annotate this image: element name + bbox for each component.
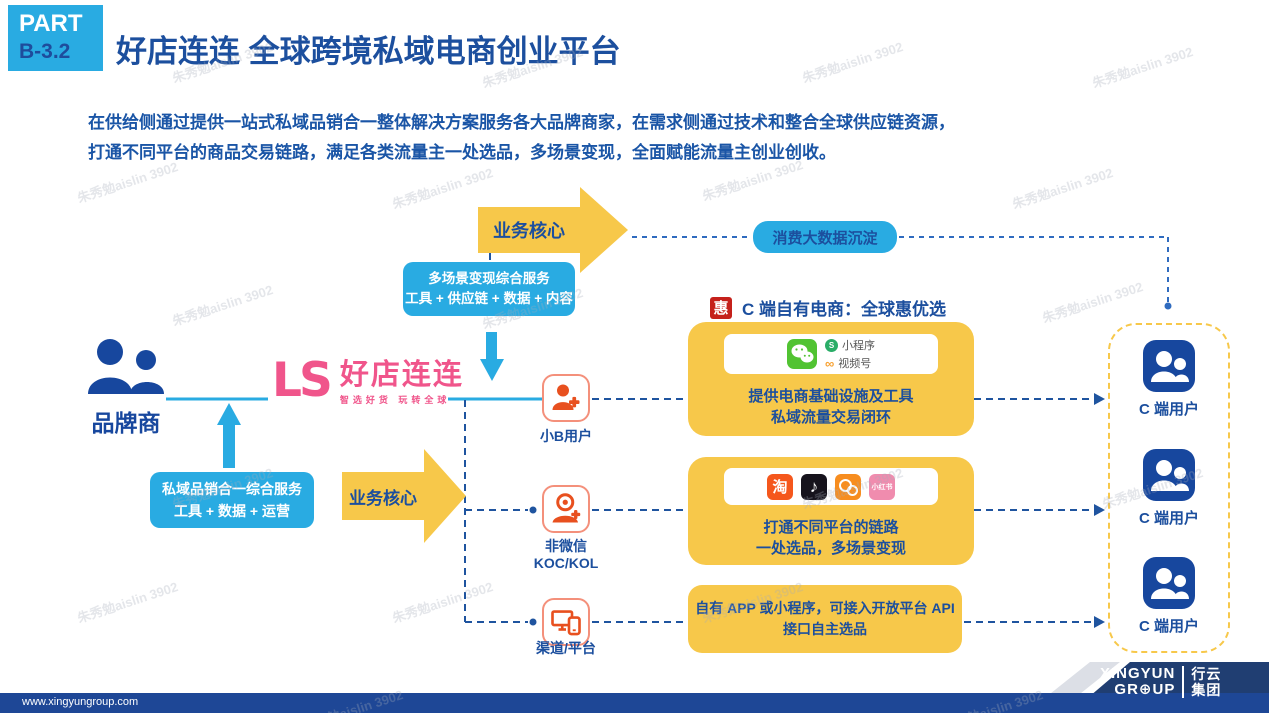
ybox2-line1: 打通不同平台的链路 (763, 519, 899, 536)
intro-line-2: 打通不同平台的商品交易链路，满足各类流量主一处选品，多场景变现，全面赋能流量主创… (88, 143, 836, 162)
video-channel-label: 视频号 (838, 358, 872, 370)
brand-people-icon (88, 339, 164, 394)
node-channel-label: 渠道/平台 (526, 640, 606, 657)
ybox1-line2: 私域流量交易闭环 (770, 409, 891, 426)
page-title: 好店连连 全球跨境私域电商创业平台 (116, 34, 621, 69)
multi-scene-service-box: 多场景变现综合服务 工具 + 供应链 + 数据 + 内容 (403, 262, 575, 316)
hdll-logo: LS 好店连连 智选好货 玩转全球 (272, 353, 464, 408)
mini-program-label: 小程序 (842, 340, 875, 352)
core-arrow-left-head (424, 449, 466, 543)
core-arrow-left: 业务核心 (342, 472, 424, 520)
xingyun-logo: XINGYUN GR⊕UP 行云 集团 (1100, 666, 1221, 698)
c-user-item: C 端用户 (1139, 557, 1199, 636)
video-channel-icon: ∞ (825, 355, 835, 371)
footer-band (0, 693, 1269, 713)
wechat-apps-bar: S 小程序 ∞ 视频号 (724, 334, 938, 374)
part-label: PART (19, 10, 83, 37)
taobao-icon: 淘 (767, 473, 793, 500)
c-commerce-label: C 端自有电商：全球惠优选 (742, 300, 946, 319)
xingyun-en-top: XINGYUN (1100, 665, 1176, 682)
consumer-data-box: 消费大数据沉淀 (753, 221, 897, 253)
c-users-container: C 端用户 C 端用户 C 端用户 (1108, 323, 1230, 653)
xingyun-cn-top: 行云 (1191, 666, 1222, 682)
c-user-item: C 端用户 (1138, 448, 1199, 528)
kuaishou-icon (835, 473, 861, 500)
video-channel-row: ∞ 视频号 (825, 355, 875, 371)
hdll-logo-name: 好店连连 (339, 359, 464, 391)
mini-program-icon: S (825, 338, 838, 352)
node-channel (542, 598, 590, 646)
node-channel-line1: 渠道/平台 (536, 640, 596, 656)
brand-merchant-label: 品牌商 (91, 410, 161, 436)
node-koc-label: 非微信 KOC/KOL (526, 538, 606, 572)
ybox3-line2: 接口自主选品 (782, 621, 867, 637)
intro-line-1: 在供给侧通过提供一站式私域品销合一整体解决方案服务各大品牌商家，在需求侧通过技术… (88, 113, 955, 132)
logo-divider (1182, 666, 1185, 698)
xingyun-en-bottom: GR⊕UP (1114, 681, 1176, 698)
up-arrow-stem (223, 424, 235, 468)
ybox2-line2: 一处选品，多场景变现 (755, 540, 906, 557)
core-arrow-left-label: 业务核心 (349, 488, 417, 508)
user-add-icon (552, 384, 580, 410)
hdll-logo-monogram-icon: LS (272, 353, 333, 408)
c-user-icon (1142, 557, 1195, 609)
devices-icon (551, 610, 581, 636)
node-small-b (542, 374, 590, 422)
c-user-item: C 端用户 (1139, 340, 1199, 419)
multi-scene-line-2: 工具 + 供应链 + 数据 + 内容 (405, 291, 573, 306)
ybox1-line1: 提供电商基础设施及工具 (748, 388, 914, 405)
consumer-data-label: 消费大数据沉淀 (772, 229, 878, 247)
xingyun-cn-bottom: 集团 (1191, 682, 1222, 698)
private-domain-line-2: 工具 + 数据 + 运营 (174, 503, 290, 519)
intro-paragraph: 在供给侧通过提供一站式私域品销合一整体解决方案服务各大品牌商家，在需求侧通过技术… (88, 108, 1078, 168)
ybox3-line1: 自有 APP 或小程序，可接入开放平台 API (695, 600, 955, 616)
c-user-icon (1142, 340, 1195, 392)
node-koc-line1: 非微信 (545, 538, 587, 554)
c-user-icon (1142, 448, 1195, 501)
node-small-b-line1: 小B用户 (539, 428, 593, 444)
hdll-logo-tagline: 智选好货 玩转全球 (339, 395, 451, 405)
node-koc (542, 485, 590, 533)
koc-webcam-icon (552, 493, 581, 523)
douyin-icon: ♪ (801, 473, 827, 500)
down-arrow-icon (480, 359, 504, 381)
part-badge: PART B-3.2 (8, 5, 103, 71)
c-user-label: C 端用户 (1138, 509, 1199, 527)
core-arrow-top-head (580, 187, 628, 273)
part-code: B-3.2 (19, 40, 71, 63)
node-koc-line2: KOC/KOL (533, 555, 599, 571)
xiaohongshu-icon: 小红书 (869, 473, 895, 500)
wechat-ecosystem-box: S 小程序 ∞ 视频号 提供电商基础设施及工具 私域流量交易闭环 (688, 322, 974, 436)
globe-icon: ⊕ (1138, 681, 1153, 698)
platforms-box: 淘 ♪ 小红书 打通不同平台的链路 一处选品，多场景变现 (688, 457, 974, 565)
c-user-label: C 端用户 (1138, 401, 1199, 418)
platform-apps-bar: 淘 ♪ 小红书 (724, 468, 938, 505)
c-commerce-header: 惠 C 端自有电商：全球惠优选 (710, 295, 946, 320)
core-arrow-top: 业务核心 (478, 207, 580, 253)
footer-url: www.xingyungroup.com (22, 696, 139, 708)
private-domain-service-box: 私域品销合一综合服务 工具 + 数据 + 运营 (150, 472, 314, 528)
private-domain-line-1: 私域品销合一综合服务 (162, 481, 302, 497)
node-small-b-label: 小B用户 (526, 428, 606, 445)
down-arrow-stem (486, 332, 497, 360)
wechat-icon (787, 339, 817, 369)
open-api-box: 自有 APP 或小程序，可接入开放平台 API 接口自主选品 (688, 585, 962, 653)
mini-program-row: S 小程序 (825, 337, 875, 353)
up-arrow-icon (217, 403, 241, 425)
hui-icon: 惠 (710, 296, 732, 319)
core-arrow-top-label: 业务核心 (493, 221, 565, 241)
c-user-label: C 端用户 (1138, 618, 1199, 635)
multi-scene-line-1: 多场景变现综合服务 (428, 271, 550, 286)
